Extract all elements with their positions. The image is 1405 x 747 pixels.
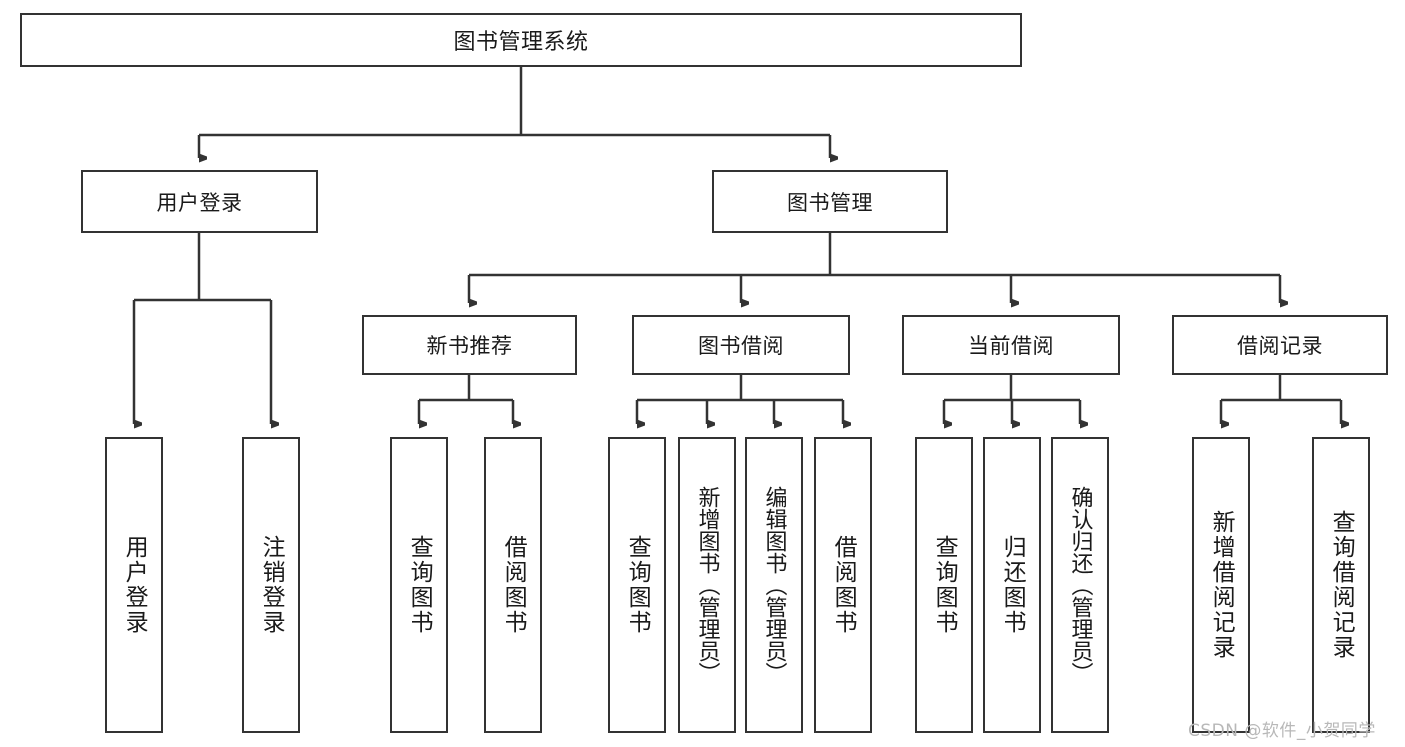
node-current-borrow[interactable]: 当前借阅: [902, 315, 1120, 375]
leaf-query-borrow-record[interactable]: 查询借阅记录: [1312, 437, 1370, 733]
leaf-add-book-admin[interactable]: 新增图书（管理员）: [678, 437, 736, 733]
node-label: 用户登录: [156, 190, 243, 215]
node-label: 注销登录: [258, 535, 285, 635]
node-new-book-recommend[interactable]: 新书推荐: [362, 315, 577, 375]
node-book-management[interactable]: 图书管理: [712, 170, 948, 233]
node-label: 查询图书: [931, 535, 958, 635]
node-label: 编辑图书（管理员）: [761, 486, 787, 684]
leaf-borrow-book-recommend[interactable]: 借阅图书: [484, 437, 542, 733]
node-label: 当前借阅: [968, 334, 1054, 358]
leaf-logout[interactable]: 注销登录: [242, 437, 300, 733]
node-label: 新增借阅记录: [1208, 510, 1235, 660]
node-label: 图书借阅: [698, 334, 784, 358]
node-label: 确认归还（管理员）: [1067, 486, 1093, 684]
node-label: 查询借阅记录: [1328, 510, 1355, 660]
node-label: 用户登录: [121, 535, 148, 635]
leaf-add-borrow-record[interactable]: 新增借阅记录: [1192, 437, 1250, 733]
leaf-edit-book-admin[interactable]: 编辑图书（管理员）: [745, 437, 803, 733]
node-label: 借阅记录: [1237, 334, 1323, 358]
leaf-query-book-borrow[interactable]: 查询图书: [608, 437, 666, 733]
leaf-borrow-book[interactable]: 借阅图书: [814, 437, 872, 733]
node-label: 借阅图书: [500, 535, 527, 635]
node-label: 新增图书（管理员）: [694, 486, 720, 684]
node-root-system[interactable]: 图书管理系统: [20, 13, 1022, 67]
leaf-query-book-current[interactable]: 查询图书: [915, 437, 973, 733]
node-label: 图书管理系统: [453, 30, 589, 55]
node-user-login[interactable]: 用户登录: [81, 170, 318, 233]
csdn-watermark: CSDN @软件_小贺同学: [1188, 721, 1376, 741]
node-label: 查询图书: [624, 535, 651, 635]
node-label: 归还图书: [999, 535, 1026, 635]
node-label: 新书推荐: [426, 334, 513, 358]
node-label: 图书管理: [787, 190, 873, 215]
node-borrow-record[interactable]: 借阅记录: [1172, 315, 1388, 375]
leaf-return-book[interactable]: 归还图书: [983, 437, 1041, 733]
leaf-query-book-recommend[interactable]: 查询图书: [390, 437, 448, 733]
node-label: 借阅图书: [830, 535, 857, 635]
leaf-confirm-return-admin[interactable]: 确认归还（管理员）: [1051, 437, 1109, 733]
leaf-user-login[interactable]: 用户登录: [105, 437, 163, 733]
node-book-borrow[interactable]: 图书借阅: [632, 315, 850, 375]
node-label: 查询图书: [406, 535, 433, 635]
